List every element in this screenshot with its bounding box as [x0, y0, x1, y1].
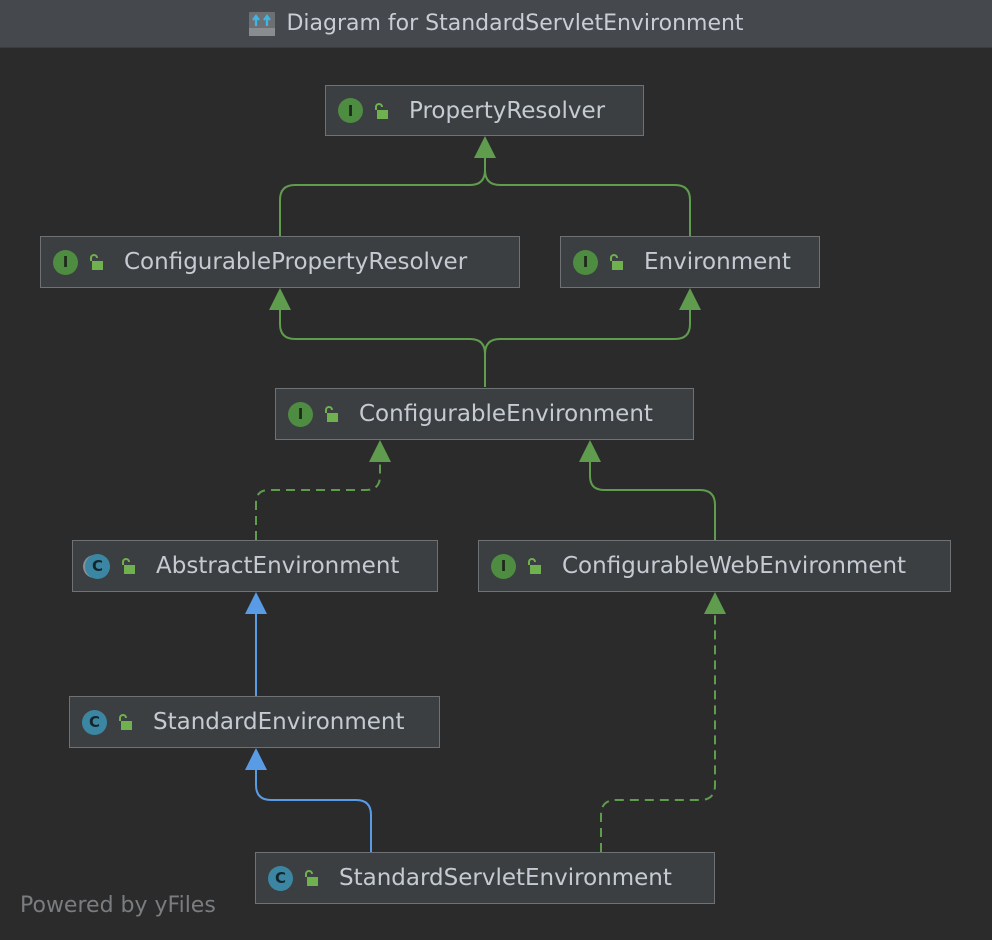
node-configurable-environment[interactable]: I ConfigurableEnvironment [275, 388, 694, 440]
node-standard-environment[interactable]: C StandardEnvironment [69, 696, 440, 748]
edge-environment-to-property-resolver [484, 158, 691, 236]
interface-icon: I [338, 98, 363, 123]
arrowhead-configurable-web-environment [704, 592, 726, 614]
node-configurable-web-environment[interactable]: I ConfigurableWebEnvironment [478, 540, 951, 592]
arrowhead-property-resolver [474, 136, 496, 158]
unlocked-icon [325, 406, 338, 422]
node-label: ConfigurableEnvironment [359, 401, 653, 427]
unlocked-icon [119, 714, 132, 730]
node-label: AbstractEnvironment [156, 553, 400, 579]
diagram-canvas[interactable]: I PropertyResolver I ConfigurablePropert… [0, 48, 992, 940]
unlocked-icon [528, 558, 541, 574]
node-standard-servlet-environment[interactable]: C StandardServletEnvironment [255, 852, 715, 904]
edge-configurable-environment-to-configurable-property-resolver [279, 310, 486, 387]
node-label: StandardServletEnvironment [339, 865, 672, 891]
node-label: StandardEnvironment [153, 709, 405, 735]
arrowhead-environment [679, 288, 701, 310]
interface-icon: I [288, 401, 313, 427]
arrowhead-configurable-environment-left [369, 440, 391, 462]
class-icon: C [82, 709, 107, 735]
edge-abstract-environment-to-configurable-environment [255, 462, 381, 540]
arrowhead-configurable-environment-right [579, 440, 601, 462]
diagram-icon [248, 11, 276, 37]
interface-icon: I [53, 249, 78, 275]
node-environment[interactable]: I Environment [560, 236, 820, 288]
arrowhead-standard-environment [245, 748, 267, 770]
unlocked-icon [122, 558, 135, 574]
class-icon: C [268, 865, 293, 891]
abstract-class-icon: C [85, 553, 110, 579]
node-abstract-environment[interactable]: C AbstractEnvironment [72, 540, 438, 592]
unlocked-icon [305, 870, 318, 886]
edge-standard-servlet-environment-to-configurable-web-environment [600, 614, 716, 852]
node-label: Environment [644, 249, 791, 275]
interface-icon: I [573, 249, 598, 275]
edge-standard-servlet-environment-to-standard-environment [255, 770, 372, 852]
unlocked-icon [375, 102, 388, 119]
node-label: ConfigurableWebEnvironment [562, 553, 907, 579]
node-configurable-property-resolver[interactable]: I ConfigurablePropertyResolver [40, 236, 520, 288]
unlocked-icon [90, 254, 103, 270]
edge-configurable-environment-to-environment [484, 310, 691, 387]
edges-layer [245, 136, 726, 852]
diagram-title: Diagram for StandardServletEnvironment [286, 11, 744, 36]
interface-icon: I [491, 553, 516, 579]
arrowhead-abstract-environment [245, 592, 267, 614]
node-property-resolver[interactable]: I PropertyResolver [325, 85, 644, 136]
edge-configurable-web-environment-to-configurable-environment [589, 462, 716, 540]
edge-configurable-property-resolver-to-property-resolver [279, 158, 486, 236]
arrowhead-configurable-property-resolver [269, 288, 291, 310]
node-label: ConfigurablePropertyResolver [124, 249, 468, 275]
powered-by-label: Powered by yFiles [20, 893, 216, 918]
node-label: PropertyResolver [409, 97, 606, 124]
unlocked-icon [610, 254, 623, 270]
diagram-title-bar: Diagram for StandardServletEnvironment [0, 0, 992, 48]
